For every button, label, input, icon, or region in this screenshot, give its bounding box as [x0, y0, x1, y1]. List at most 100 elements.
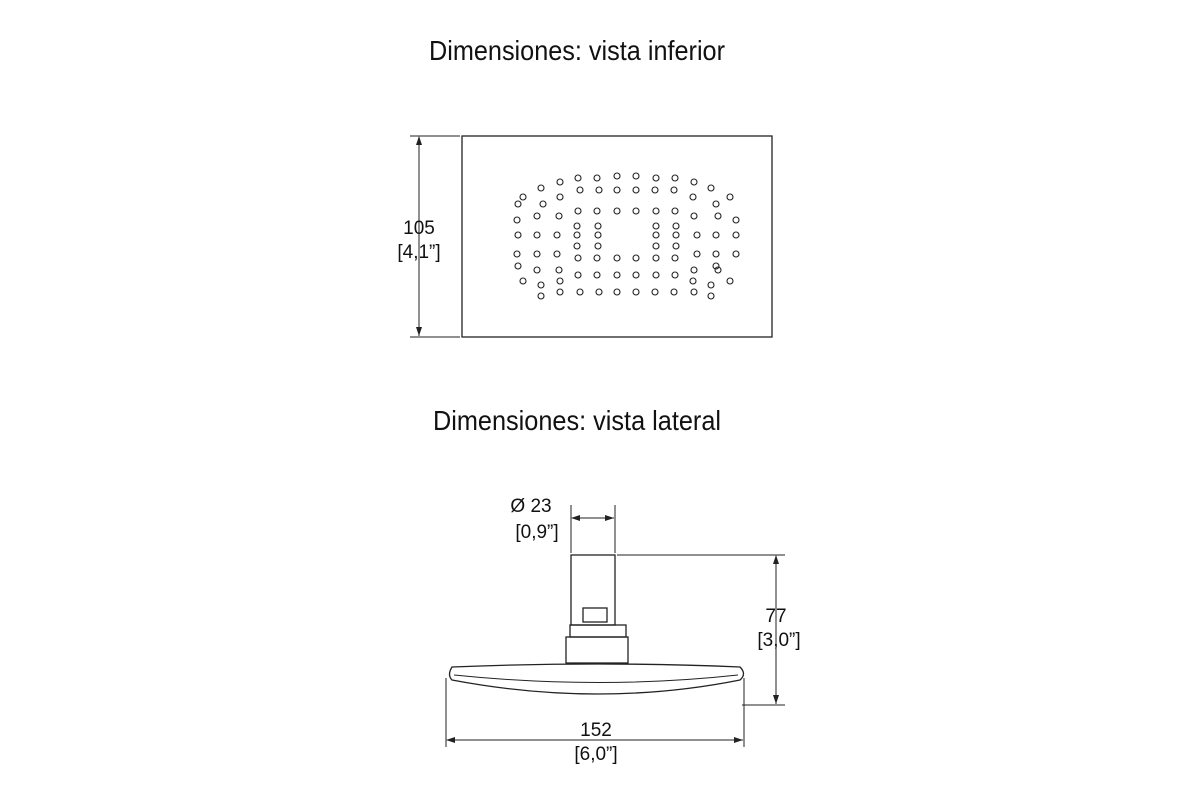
width-inch-label: [6,0”]: [574, 744, 617, 765]
nozzle-dot: [707, 184, 715, 192]
nozzle-dot: [513, 216, 521, 224]
nozzle-dot: [651, 288, 659, 296]
width-dimension: [445, 678, 745, 747]
nozzle-dot: [670, 186, 678, 194]
nozzle-dot: [732, 231, 740, 239]
nozzle-dot: [576, 186, 584, 194]
nozzle-dot: [690, 178, 698, 186]
nozzle-dot: [652, 254, 660, 262]
nozzle-dot: [652, 231, 660, 239]
swivel-base: [565, 636, 629, 664]
nozzle-dot: [712, 200, 720, 208]
nozzle-dot: [652, 207, 660, 215]
height-dimension-bottom-view: [410, 135, 460, 338]
nozzle-dot: [519, 193, 527, 201]
nozzle-dot: [514, 200, 522, 208]
nozzle-dot: [613, 288, 621, 296]
nozzle-dot: [533, 250, 541, 258]
nozzle-dot: [693, 231, 701, 239]
nozzle-dot: [595, 288, 603, 296]
nozzle-dot: [613, 271, 621, 279]
nozzle-dot: [573, 222, 581, 230]
nozzle-dot: [533, 231, 541, 239]
nozzle-dot: [556, 193, 564, 201]
nozzle-dot: [514, 231, 522, 239]
nozzle-dot: [672, 222, 680, 230]
nozzle-dot: [593, 254, 601, 262]
nozzle-dot: [556, 178, 564, 186]
nozzle-dot: [533, 212, 541, 220]
nozzle-dot: [732, 216, 740, 224]
nozzle-dot: [613, 254, 621, 262]
nozzle-dot: [513, 250, 521, 258]
nozzle-dot: [573, 231, 581, 239]
bottom-height-inch-label: [4,1”]: [397, 242, 440, 263]
nozzle-dot: [671, 207, 679, 215]
diameter-inch-label: [0,9”]: [515, 522, 558, 543]
nozzle-dot: [690, 266, 698, 274]
nozzle-dot: [556, 277, 564, 285]
nozzle-dot: [632, 254, 640, 262]
nozzle-dot: [533, 266, 541, 274]
nozzle-dot: [537, 292, 545, 300]
nozzle-dot: [519, 277, 527, 285]
nozzle-dot: [707, 292, 715, 300]
nozzle-dot: [671, 271, 679, 279]
nozzle-dot: [726, 277, 734, 285]
nozzle-dot: [514, 262, 522, 270]
nozzle-dot: [553, 250, 561, 258]
nozzle-dot: [632, 172, 640, 180]
nozzle-dot: [574, 174, 582, 182]
shower-head-side-profile: [448, 554, 745, 695]
pipe-arm: [570, 554, 616, 626]
nozzle-dot: [690, 288, 698, 296]
nozzle-dot: [726, 193, 734, 201]
connector-nut: [582, 607, 608, 623]
nozzle-dot: [553, 231, 561, 239]
nozzle-dot: [652, 242, 660, 250]
nozzle-dot: [593, 207, 601, 215]
diameter-dimension: [570, 505, 616, 553]
nozzle-dot: [573, 242, 581, 250]
nozzle-dot: [632, 271, 640, 279]
nozzle-dot: [632, 288, 640, 296]
nozzle-dot: [712, 262, 720, 270]
nozzle-dot: [537, 281, 545, 289]
nozzle-dot: [595, 186, 603, 194]
nozzle-dot: [689, 193, 697, 201]
nozzle-dot: [671, 254, 679, 262]
nozzle-dot: [574, 207, 582, 215]
nozzle-dot: [632, 186, 640, 194]
nozzle-dot: [690, 212, 698, 220]
nozzle-dot: [613, 207, 621, 215]
nozzle-dot: [693, 250, 701, 258]
nozzle-dot: [537, 184, 545, 192]
nozzle-dot: [712, 250, 720, 258]
diameter-mm-label: Ø 23: [510, 496, 551, 517]
nozzle-dot: [689, 277, 697, 285]
nozzle-dot: [555, 266, 563, 274]
nozzle-dot: [613, 186, 621, 194]
nozzle-dot: [613, 172, 621, 180]
nozzle-dot: [632, 207, 640, 215]
nozzle-dot: [593, 271, 601, 279]
nozzle-dot: [652, 222, 660, 230]
nozzle-dot: [539, 200, 547, 208]
bottom-height-mm-label: 105: [403, 218, 435, 239]
nozzle-dot: [556, 288, 564, 296]
nozzle-dot: [593, 174, 601, 182]
nozzle-dot: [714, 212, 722, 220]
nozzle-dot: [594, 231, 602, 239]
nozzle-dot: [712, 231, 720, 239]
nozzle-dot: [594, 242, 602, 250]
side-view-title: Dimensiones: vista lateral: [433, 405, 721, 436]
nozzle-dot: [671, 174, 679, 182]
nozzle-dot: [732, 250, 740, 258]
nozzle-dot: [651, 186, 659, 194]
side-height-mm-label: 77: [765, 606, 786, 627]
nozzle-dot: [672, 231, 680, 239]
shower-head-bottom-outline: [461, 135, 773, 338]
nozzle-dot: [594, 222, 602, 230]
shower-head-edge-line: [453, 674, 739, 683]
